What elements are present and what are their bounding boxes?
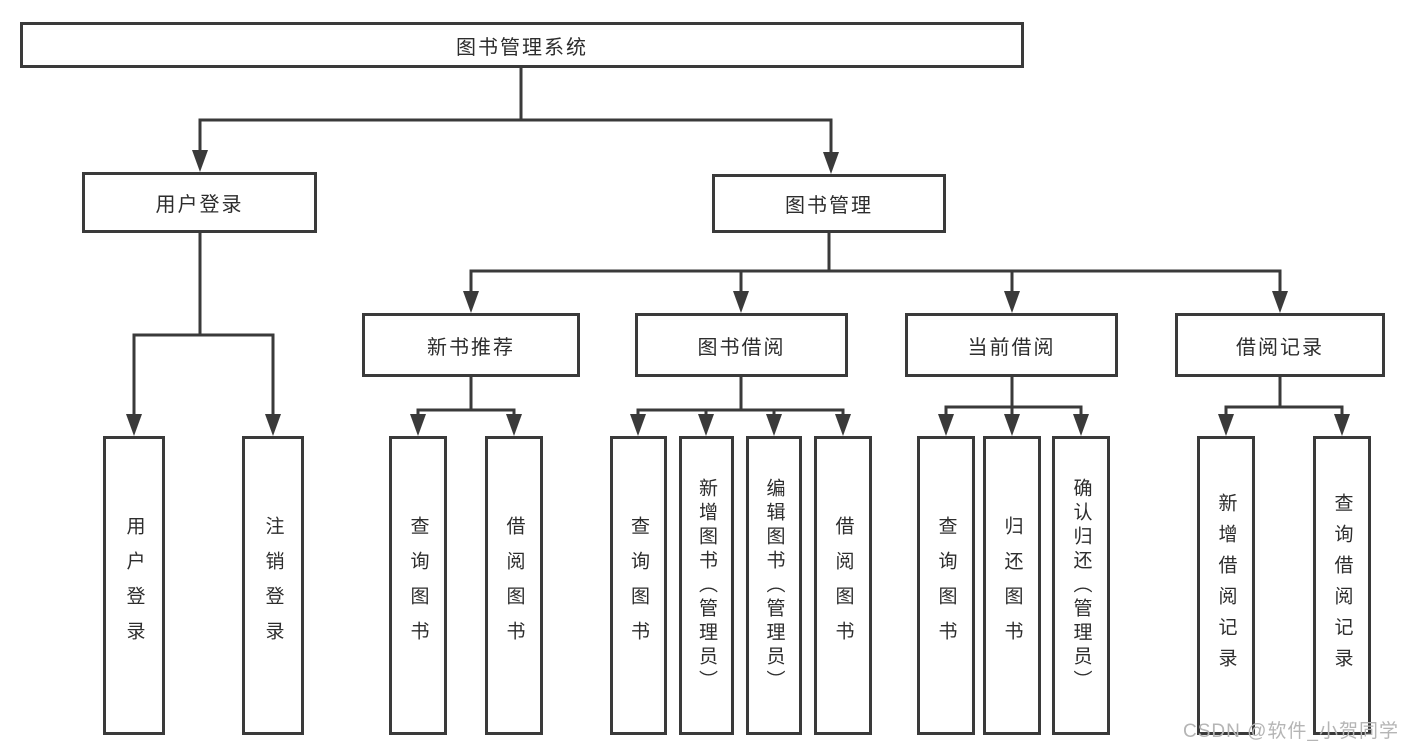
leaf-current-confirm-return-admin-label: 确认归还（管理员） bbox=[1070, 477, 1092, 694]
connector-user-login-children bbox=[126, 231, 281, 436]
connector-book-borrowing-children bbox=[630, 375, 851, 436]
leaf-borrowing-borrow-books-label: 借阅图书 bbox=[832, 515, 854, 656]
node-borrowing-records: 借阅记录 bbox=[1175, 313, 1385, 377]
leaf-newbooks-query-books: 查询图书 bbox=[389, 436, 447, 735]
leaf-records-query-record-label: 查询借阅记录 bbox=[1331, 492, 1353, 679]
node-user-login-branch: 用户登录 bbox=[82, 172, 317, 233]
leaf-borrowing-edit-books-admin-label: 编辑图书（管理员） bbox=[763, 477, 785, 694]
node-new-book-recommendation-label: 新书推荐 bbox=[427, 336, 515, 359]
leaf-user-login-label: 用户登录 bbox=[123, 515, 145, 656]
leaf-current-query-books: 查询图书 bbox=[917, 436, 975, 735]
leaf-newbooks-borrow-books-label: 借阅图书 bbox=[503, 515, 525, 656]
node-book-management-branch-label: 图书管理 bbox=[785, 195, 873, 217]
leaf-newbooks-borrow-books: 借阅图书 bbox=[485, 436, 543, 735]
leaf-logout-label: 注销登录 bbox=[262, 515, 284, 656]
leaf-borrowing-add-books-admin-label: 新增图书（管理员） bbox=[696, 477, 717, 694]
leaf-records-add-record-label: 新增借阅记录 bbox=[1215, 492, 1237, 679]
connector-book-management-sections bbox=[463, 231, 1288, 313]
connector-root-to-branches bbox=[192, 66, 839, 174]
node-book-borrowing-label: 图书借阅 bbox=[697, 336, 786, 359]
node-root-label: 图书管理系统 bbox=[456, 36, 588, 59]
connector-current-borrowing-children bbox=[938, 375, 1089, 436]
node-root: 图书管理系统 bbox=[20, 22, 1024, 68]
leaf-records-query-record: 查询借阅记录 bbox=[1313, 436, 1371, 735]
leaf-user-login: 用户登录 bbox=[103, 436, 165, 735]
leaf-borrowing-query-books-label: 查询图书 bbox=[628, 515, 649, 656]
leaf-current-query-books-label: 查询图书 bbox=[935, 515, 957, 656]
leaf-logout: 注销登录 bbox=[242, 436, 304, 735]
leaf-borrowing-query-books: 查询图书 bbox=[610, 436, 667, 735]
node-user-login-branch-label: 用户登录 bbox=[155, 194, 244, 216]
leaf-borrowing-borrow-books: 借阅图书 bbox=[814, 436, 872, 735]
node-borrowing-records-label: 借阅记录 bbox=[1236, 336, 1324, 359]
leaf-records-add-record: 新增借阅记录 bbox=[1197, 436, 1255, 735]
connector-borrowing-records-children bbox=[1218, 375, 1350, 436]
leaf-current-return-books-label: 归还图书 bbox=[1001, 515, 1023, 656]
watermark: CSDN @软件_小贺同学 bbox=[1183, 721, 1399, 742]
leaf-current-return-books: 归还图书 bbox=[983, 436, 1041, 735]
leaf-current-confirm-return-admin: 确认归还（管理员） bbox=[1052, 436, 1110, 735]
node-current-borrowing: 当前借阅 bbox=[905, 313, 1118, 377]
node-book-borrowing: 图书借阅 bbox=[635, 313, 848, 377]
node-book-management-branch: 图书管理 bbox=[712, 174, 946, 233]
node-current-borrowing-label: 当前借阅 bbox=[967, 336, 1056, 359]
leaf-borrowing-add-books-admin: 新增图书（管理员） bbox=[679, 436, 734, 735]
connector-new-book-children bbox=[410, 375, 522, 436]
node-new-book-recommendation: 新书推荐 bbox=[362, 313, 580, 377]
leaf-newbooks-query-books-label: 查询图书 bbox=[407, 515, 429, 656]
leaf-borrowing-edit-books-admin: 编辑图书（管理员） bbox=[746, 436, 802, 735]
